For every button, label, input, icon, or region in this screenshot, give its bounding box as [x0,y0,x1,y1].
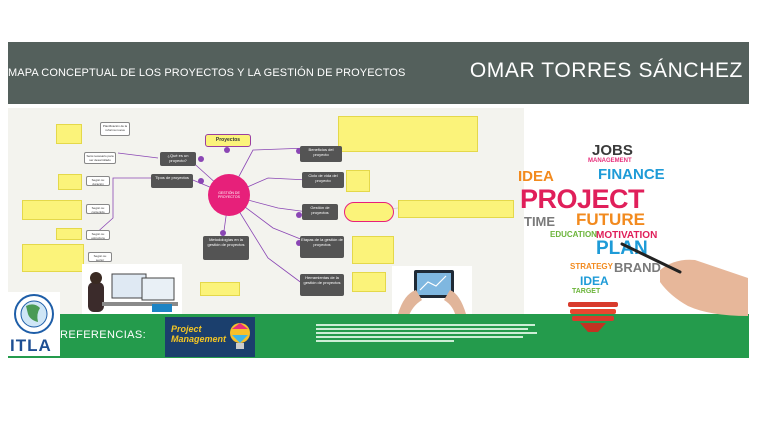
title-banner: MAPA CONCEPTUAL DE LOS PROYECTOS Y LA GE… [8,42,749,104]
map-title: Proyectos [205,134,251,147]
bulb-word: JOBS [592,142,633,159]
connector-dot [296,212,302,218]
node-life-cycle: Ciclo de vida del proyecto [302,172,344,188]
bulb-word: FINANCE [598,166,665,183]
project-management-logo: Project Management [165,317,255,357]
note [22,200,82,220]
references-label: REFERENCIAS: [60,329,147,341]
node-what-is-project: ¿Qué es un proyecto? [160,152,196,166]
note [352,272,386,292]
connector-dot [296,148,302,154]
bulb-word: FUTURE [576,210,645,229]
pm-logo-text: Project Management [171,324,227,344]
desk-photo [82,264,182,318]
reference-text [316,322,546,354]
tablet-photo [392,266,472,318]
bulb-word: PLAN [596,238,648,259]
bulb-base-icon [568,242,748,332]
node-small: Será necesario para ser desarrollado [84,152,116,164]
node-small: Según su sector [88,252,112,262]
note [56,124,82,144]
bulb-word: TIME [524,214,556,229]
bulb-word: EDUCATION [550,230,597,239]
bulb-word: MANAGEMENT [588,158,632,164]
node-small: Según su contenido [86,204,110,214]
note [338,116,478,152]
bulb-word: TARGET [572,288,601,295]
node-management: Gestión de proyectos [302,204,338,220]
globe-icon [8,294,60,356]
node-stages: Etapas de la gestión de proyectos [300,236,344,258]
bulb-word-main: PROJECT [520,184,645,214]
connector-dot [198,178,204,184]
note [58,174,82,190]
project-word-bulb: JOBS MANAGEMENT IDEA FINANCE PROJECT TIM… [510,110,750,350]
connector-dot [220,230,226,236]
note [200,282,240,296]
note [346,170,370,192]
bulb-word: IDEA [580,274,609,288]
node-small: Planificación de la reforma nueva [100,122,130,136]
bulb-word: MOTIVATION [596,230,658,241]
note [56,228,82,240]
connector-dot [296,240,302,246]
lightbulb-icon [230,323,250,349]
connector-dot [224,147,230,153]
bulb-word: STRATEGY [570,262,613,271]
note [398,200,514,218]
note [344,202,394,222]
node-benefits: Beneficios del proyecto [300,146,342,162]
note [352,236,394,264]
center-node: GESTIÓN DE PROYECTOS [208,174,250,216]
node-tools: Herramientas de la gestión de proyectos [300,274,344,296]
logo-text: ITLA [10,336,52,355]
node-methodologies: Metodologías en la gestión de proyectos [203,236,249,260]
bulb-word: BRAND [614,260,661,275]
bulb-word: IDEA [518,168,554,185]
note [22,244,84,272]
node-project-types: Tipos de proyectos [151,174,193,188]
subtitle: MAPA CONCEPTUAL DE LOS PROYECTOS Y LA GE… [8,67,406,79]
author-name: OMAR TORRES SÁNCHEZ [469,59,743,82]
node-small: Según su estructura [86,230,110,240]
node-small: Según su duración [86,176,110,186]
connector-dot [198,156,204,162]
itla-logo: ITLA [8,292,60,356]
